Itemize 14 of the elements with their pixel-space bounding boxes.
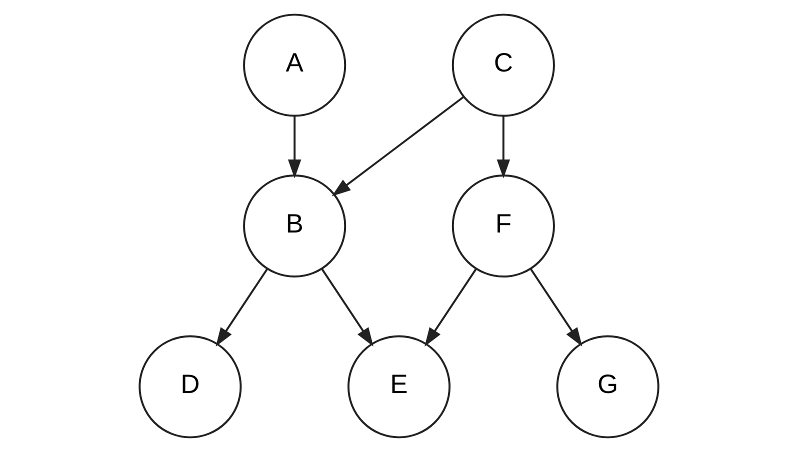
node-circle: A — [243, 14, 346, 117]
arrow — [321, 268, 374, 347]
node-circle: B — [243, 174, 346, 278]
node-circle: G — [556, 335, 660, 438]
arrow — [288, 116, 302, 178]
arrow — [332, 96, 464, 196]
arrow — [530, 268, 582, 347]
arrow — [496, 116, 510, 178]
node-circle: C — [452, 14, 555, 117]
arrow — [216, 268, 268, 347]
node-circle: D — [138, 335, 242, 438]
node-circle: E — [347, 335, 451, 438]
arrow — [424, 268, 477, 347]
node-circle: F — [452, 174, 555, 278]
